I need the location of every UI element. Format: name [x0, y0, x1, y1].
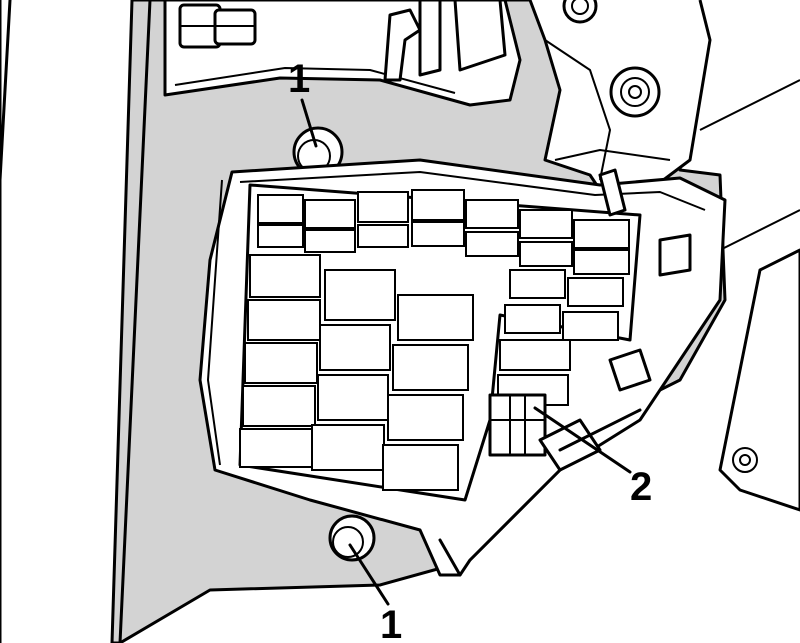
- relay-column-left: [239, 254, 321, 468]
- callout-label-connector: 2: [630, 465, 652, 509]
- callout-label-bottom-bolt: 1: [380, 603, 402, 643]
- right-structure: [699, 79, 800, 512]
- top-nut: [178, 3, 257, 49]
- leader-lines: [300, 98, 632, 606]
- small-fuse-cluster: [497, 269, 624, 406]
- fuse-block: [238, 183, 642, 502]
- top-bolt: [292, 126, 344, 178]
- top-fuse-row: [257, 189, 630, 275]
- harness-clip: [538, 168, 692, 472]
- bracket-nut-top: [562, 0, 598, 24]
- bottom-bolt: [328, 514, 376, 562]
- upper-connectors: [383, 0, 507, 82]
- bracket-nut-right: [609, 66, 661, 118]
- relay-column-right: [382, 294, 474, 491]
- relay-column-middle: [311, 269, 396, 471]
- leader-bottom-bolt: [348, 543, 390, 606]
- leader-top-bolt: [300, 98, 318, 148]
- leader-connector: [533, 406, 632, 474]
- connector: [488, 393, 547, 457]
- callout-label-top-bolt: 1: [288, 57, 310, 101]
